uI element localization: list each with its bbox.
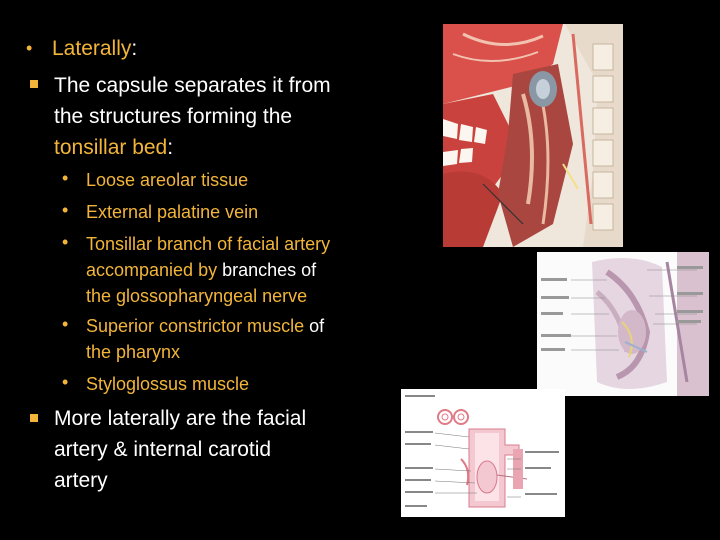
- slide-text: • Laterally: The capsule separates it fr…: [26, 37, 331, 492]
- para2-line1: More laterally are the facial: [54, 407, 307, 430]
- round-bullet: •: [62, 200, 69, 220]
- list-item-4-line2: the pharynx: [86, 342, 181, 362]
- para1-line1: The capsule separates it from: [54, 74, 331, 97]
- para1-line2: the structures forming the: [54, 105, 293, 128]
- tonsillar-bed-illustration: [537, 252, 709, 396]
- list-item-4-line1: Superior constrictor muscle of: [86, 316, 325, 336]
- list-item-3-line2: accompanied by branches of: [86, 260, 317, 280]
- list-item-2: External palatine vein: [86, 202, 259, 222]
- schematic-diagram: [401, 389, 565, 517]
- list-item-5: Styloglossus muscle: [86, 374, 250, 394]
- heading-line: Laterally:: [52, 37, 138, 60]
- list-item-3-line3: the glossopharyngeal nerve: [86, 286, 308, 306]
- tonsillar-bed-highlight: tonsillar bed: [54, 136, 168, 159]
- para1-line3: tonsillar bed:: [54, 136, 174, 159]
- para2-line2: artery & internal carotid: [54, 438, 272, 461]
- square-bullet: [30, 414, 38, 422]
- round-bullet: •: [26, 38, 33, 58]
- sagittal-dissection-image: [443, 24, 623, 247]
- square-bullet: [30, 80, 38, 88]
- round-bullet: •: [62, 314, 69, 334]
- round-bullet: •: [62, 232, 69, 252]
- list-item-1: Loose areolar tissue: [86, 170, 249, 190]
- heading-laterally: Laterally: [52, 37, 132, 60]
- para2-line3: artery: [54, 469, 108, 492]
- round-bullet: •: [62, 168, 69, 188]
- list-item-3-line1: Tonsillar branch of facial artery: [86, 234, 331, 254]
- round-bullet: •: [62, 372, 69, 392]
